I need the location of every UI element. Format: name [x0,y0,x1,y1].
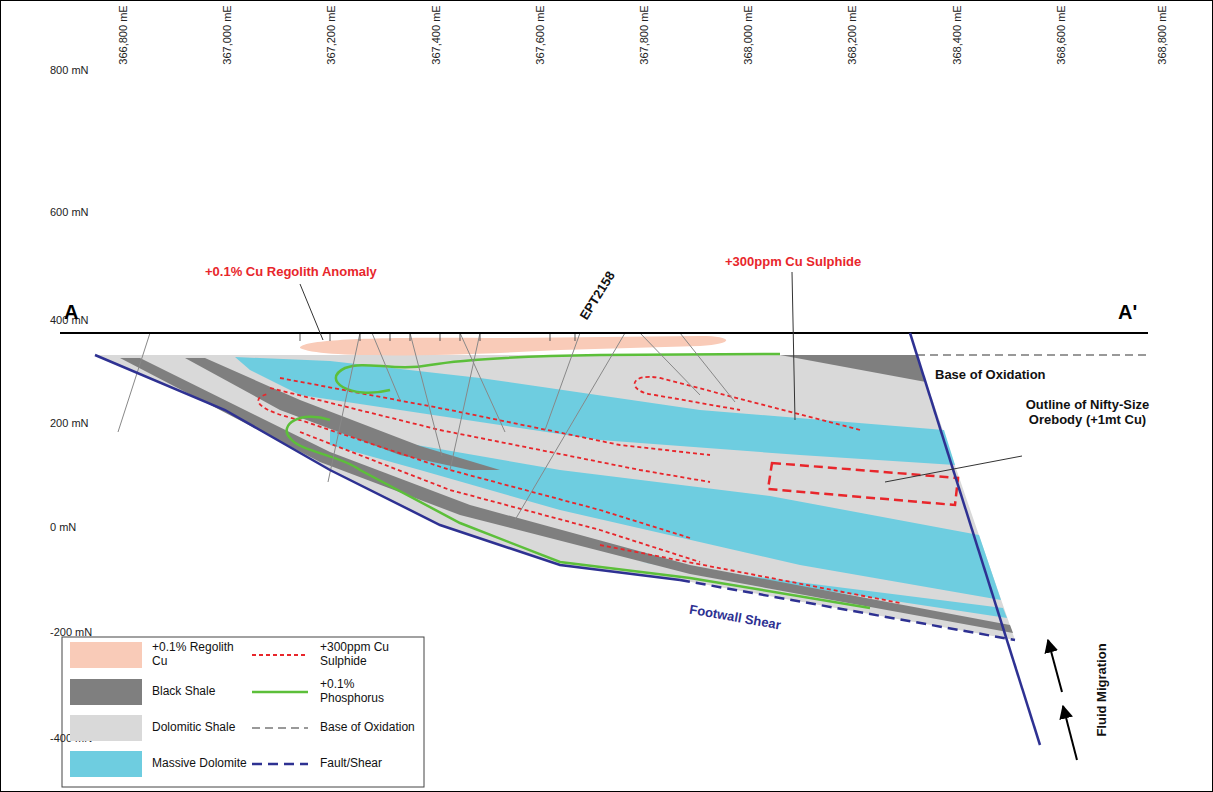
legend-item: +0.1% Phosphorus [250,679,415,705]
section-label: Outline of Nifty-Size Orebody (+1mt Cu) [1005,398,1170,428]
sulphide-line [270,388,710,482]
easting-label: 368,200 mE [846,5,859,64]
sulphide-line [300,432,700,562]
legend-text: Fault/Shear [320,757,382,771]
surface-line [60,332,1148,334]
northing-label: 200 mN [50,417,89,430]
legend-item: +300ppm Cu Sulphide [250,642,415,668]
footwall-shear [95,355,680,580]
section-label: +0.1% Cu Regolith Anomaly [205,265,377,280]
northing-label: -200 mN [50,626,92,639]
easting-label: 367,400 mE [430,5,443,64]
leader-line [792,272,795,420]
leader-line [300,284,323,340]
legend-item: Black Shale [70,679,215,705]
legend-text: Dolomitic Shale [152,721,235,735]
drill-hole [328,333,360,482]
legend-line-sample [250,642,310,668]
legend-swatch [70,642,142,668]
section-label: +300ppm Cu Sulphide [725,255,861,270]
collar-tick [460,333,461,341]
drill-hole [460,333,505,432]
easting-label: 367,800 mE [638,5,651,64]
legend-swatch [70,751,142,777]
collar-tick [440,333,441,341]
easting-label: 367,000 mE [221,5,234,64]
sulphide-line [280,378,710,455]
northing-label: 800 mN [50,64,89,77]
legend-item: Massive Dolomite [70,751,247,777]
base-of-oxidation [917,354,1148,356]
legend-item: Base of Oxidation [250,715,415,741]
collar-tick [330,333,331,341]
legend-text: +0.1% Regolith Cu [152,641,252,669]
legend-item: Dolomitic Shale [70,715,235,741]
easting-label: 367,200 mE [325,5,338,64]
fluid-arrow [1063,706,1077,760]
phosphorus-line [336,354,780,393]
sulphide-line [635,377,860,430]
legend-swatch [70,715,142,741]
legend-text: +0.1% Phosphorus [320,678,415,706]
legend-text: Base of Oxidation [320,721,415,735]
northing-label: 0 mN [50,521,76,534]
black-shale [780,355,926,382]
collar-tick [360,333,361,341]
black-shale [120,358,1013,633]
legend-line-sample [250,715,310,741]
drill-hole [118,333,150,432]
legend-line-sample [250,679,310,705]
legend-text: +300ppm Cu Sulphide [320,641,415,669]
section-label: A' [1118,301,1137,324]
regolith-anomaly [300,336,726,355]
drill-hole [640,333,700,395]
legend-line-sample [250,751,310,777]
drill-hole [515,333,625,520]
phosphorus-line [287,417,870,608]
legend-text: Black Shale [152,685,215,699]
drill-hole [450,333,480,470]
section-label: Fluid Migration [1095,643,1110,736]
collar-tick [550,333,551,341]
collar-tick [300,333,301,341]
drill-hole [545,333,580,430]
section-label: Base of Oxidation [935,368,1046,383]
northing-label: 600 mN [50,206,89,219]
drill-hole [410,333,442,456]
legend-frame [62,637,424,787]
easting-label: 368,000 mE [742,5,755,64]
easting-label: 368,800 mE [1156,5,1169,64]
fluid-arrow [1048,640,1062,692]
collar-tick [390,333,391,341]
easting-label: 367,600 mE [534,5,547,64]
leader-line [885,456,1022,482]
sulphide-line [600,545,900,603]
dolomitic-shale [95,355,1015,640]
fault-line [910,333,1040,745]
section-label: Footwall Shear [688,603,782,634]
orebody-outline [768,463,958,505]
legend-item: +0.1% Regolith Cu [70,642,252,668]
easting-label: 368,600 mE [1055,5,1068,64]
easting-label: 366,800 mE [117,5,130,64]
collar-tick [410,333,411,341]
legend-item: Fault/Shear [250,751,382,777]
collar-tick [480,333,481,341]
section-label: EPT2158 [577,269,618,323]
legend-swatch [70,679,142,705]
section-label: A [64,301,78,324]
legend-text: Massive Dolomite [152,757,247,771]
drill-hole [372,333,400,400]
drill-hole [680,333,735,402]
footwall-shear [680,580,1015,640]
collar-tick [575,333,576,341]
easting-label: 368,400 mE [951,5,964,64]
